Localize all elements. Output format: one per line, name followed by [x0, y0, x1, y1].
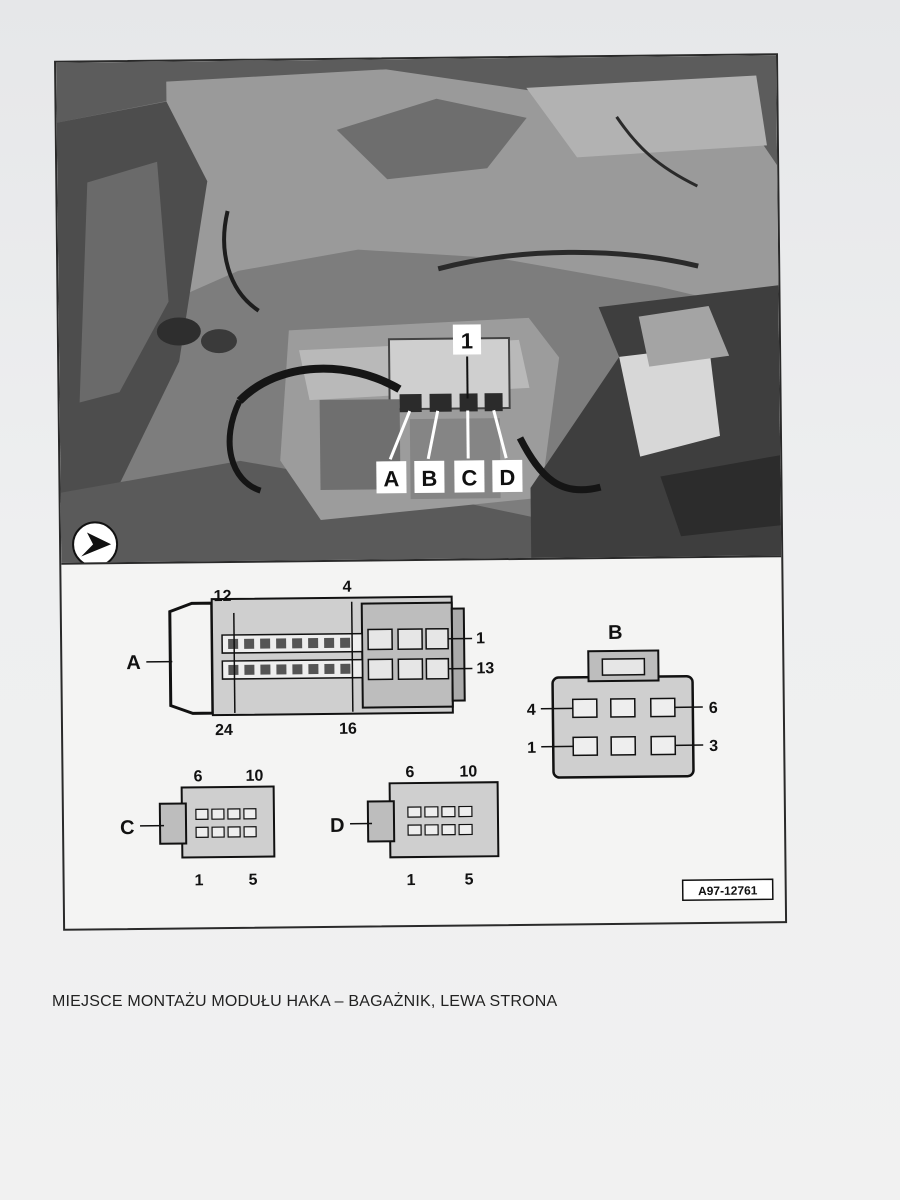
svg-text:10: 10	[245, 768, 263, 785]
svg-text:A97-12761: A97-12761	[698, 883, 758, 898]
svg-text:C: C	[120, 817, 135, 839]
svg-text:A: A	[383, 466, 399, 491]
svg-text:6: 6	[193, 768, 202, 785]
callout-connector-a: A	[376, 461, 407, 494]
svg-text:B: B	[421, 466, 437, 491]
svg-text:1: 1	[195, 872, 204, 889]
svg-text:4: 4	[342, 579, 351, 596]
connector-c: C 6 10 1 5	[120, 768, 276, 889]
svg-text:C: C	[461, 465, 477, 490]
svg-text:1: 1	[461, 328, 474, 353]
figure-frame: 1 A B C D	[54, 53, 788, 931]
connector-pinout-diagram: A 12 4 1 13 24 16 B 4 6 1 3	[120, 579, 774, 902]
svg-text:1: 1	[476, 630, 485, 647]
callout-part-1: 1	[452, 324, 482, 355]
connector-d: D 6 10 1 5	[330, 763, 500, 889]
svg-text:10: 10	[459, 763, 477, 780]
svg-text:4: 4	[527, 702, 536, 719]
callout-connector-b: B	[414, 460, 445, 494]
svg-text:6: 6	[405, 764, 414, 781]
svg-text:16: 16	[339, 721, 357, 738]
reference-code: A97-12761	[681, 878, 774, 902]
svg-text:1: 1	[527, 740, 536, 757]
svg-text:D: D	[499, 465, 515, 490]
svg-text:5: 5	[249, 872, 258, 889]
direction-arrow-icon	[72, 521, 119, 563]
callout-connector-c: C	[454, 460, 485, 493]
svg-text:12: 12	[214, 588, 232, 605]
svg-text:6: 6	[709, 700, 718, 717]
svg-text:3: 3	[709, 738, 718, 755]
svg-text:D: D	[330, 815, 345, 837]
svg-text:A: A	[126, 652, 141, 674]
svg-text:1: 1	[407, 872, 416, 889]
page-caption: MIEJSCE MONTAŻU MODUŁU HAKA – BAGAŻNIK, …	[52, 993, 558, 1010]
svg-text:13: 13	[476, 660, 494, 677]
connector-a: A 12 4 1 13 24 16	[126, 579, 494, 739]
svg-text:24: 24	[215, 722, 233, 739]
svg-text:5: 5	[465, 871, 474, 888]
svg-text:B: B	[608, 622, 623, 644]
callout-connector-d: D	[492, 459, 523, 493]
connector-b: B 4 6 1 3	[527, 622, 718, 779]
installation-photo: 1 A B C D	[56, 55, 782, 563]
